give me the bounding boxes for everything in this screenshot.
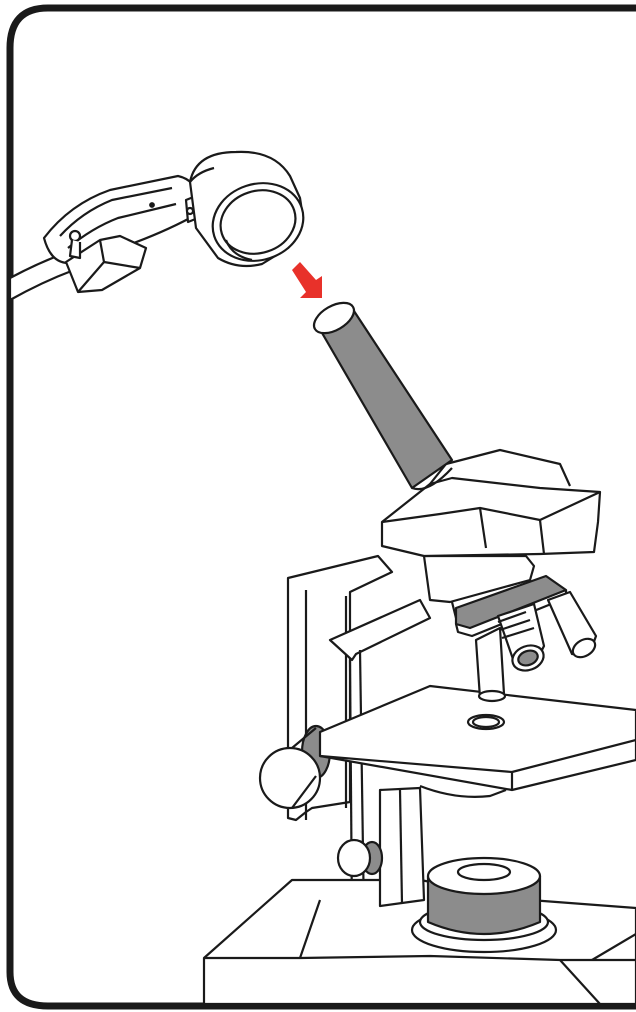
microscope-icon bbox=[202, 301, 636, 1006]
panel-frame bbox=[6, 4, 636, 1010]
down-right-arrow-icon bbox=[292, 262, 322, 298]
eyepiece-camera-icon bbox=[8, 150, 305, 302]
